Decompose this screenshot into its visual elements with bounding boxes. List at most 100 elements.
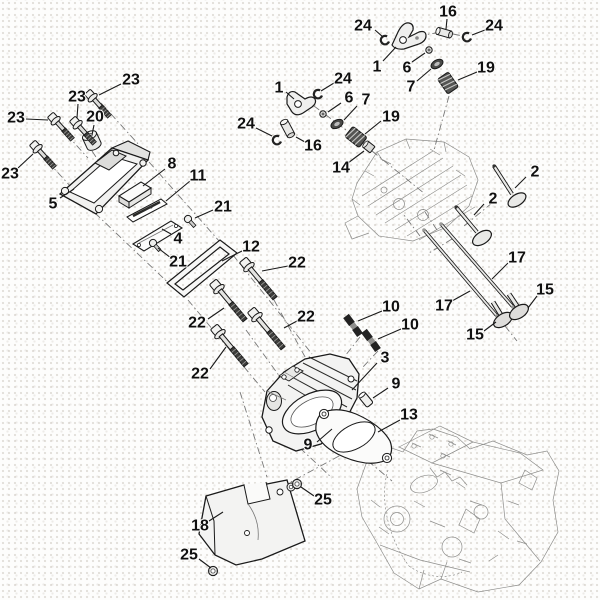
callout-label-6: 6 — [345, 90, 354, 107]
callout-label-1: 1 — [373, 59, 382, 76]
valve — [454, 205, 492, 247]
callout-label-21: 21 — [214, 199, 232, 216]
callout-label-22: 22 — [288, 255, 306, 272]
callout-label-25: 25 — [314, 492, 332, 509]
callout-leader-7 — [416, 68, 432, 82]
tappet — [506, 292, 529, 321]
callout-leader-19 — [364, 120, 382, 135]
valve-keeper — [425, 46, 433, 54]
callout-label-23: 23 — [7, 110, 25, 127]
valve-spring — [437, 72, 459, 94]
callout-label-19: 19 — [382, 109, 400, 126]
callout-label-13: 13 — [400, 407, 418, 424]
callout-leader-23 — [76, 103, 79, 119]
callout-leader-2 — [514, 176, 527, 189]
retaining-clip — [312, 88, 323, 100]
callout-leader-22 — [261, 265, 289, 272]
callout-leader-8 — [142, 168, 166, 187]
callout-leader-17 — [491, 262, 509, 280]
callout-leader-3 — [351, 362, 378, 391]
callout-leader-22 — [209, 346, 227, 370]
callout-leader-10 — [357, 310, 383, 322]
head-bolt — [247, 307, 286, 351]
callout-leader-23 — [98, 83, 122, 96]
head-bolt — [239, 257, 278, 301]
callout-label-15: 15 — [466, 327, 484, 344]
callout-label-9: 9 — [304, 437, 313, 454]
callout-leader-21 — [157, 247, 172, 259]
callout-label-24: 24 — [237, 116, 255, 133]
cover-screw — [47, 112, 75, 142]
plate-screw — [148, 238, 162, 253]
spring-retainer — [430, 58, 444, 70]
callout-leader-25 — [300, 486, 315, 497]
callout-leader-24 — [471, 29, 486, 36]
callout-label-5: 5 — [49, 196, 58, 213]
callout-leader-21 — [194, 209, 214, 219]
callout-label-6: 6 — [403, 60, 412, 77]
valve-keeper — [319, 110, 327, 118]
cylinder-head-phantom-sketch — [344, 138, 479, 242]
callout-leader-11 — [165, 180, 191, 202]
callout-label-23: 23 — [1, 166, 19, 183]
callout-label-2: 2 — [531, 164, 540, 181]
head-bolt — [210, 324, 249, 368]
callout-label-24: 24 — [485, 18, 503, 35]
callout-leader-6 — [327, 102, 342, 113]
callout-leader-16 — [445, 18, 448, 30]
callout-leader-23 — [25, 118, 49, 121]
flange-nut — [207, 565, 219, 577]
callout-label-17: 17 — [435, 298, 453, 315]
callout-leader-14 — [347, 150, 365, 164]
spring-retainer — [330, 118, 344, 130]
callout-leader-17 — [451, 290, 471, 302]
callout-leader-24 — [255, 127, 273, 137]
callout-label-25: 25 — [180, 547, 198, 564]
callout-label-4: 4 — [174, 231, 183, 248]
rocker-pivot — [279, 118, 296, 139]
flange-nut — [291, 478, 303, 490]
rocker-arm — [391, 22, 427, 50]
callout-label-23: 23 — [68, 89, 86, 106]
callout-leader-13 — [377, 419, 401, 433]
callout-leader-12 — [221, 250, 243, 262]
callout-leader-24 — [320, 82, 335, 92]
callout-label-16: 16 — [304, 138, 322, 155]
callout-label-3: 3 — [381, 350, 390, 367]
callout-leader-20 — [91, 124, 95, 136]
callout-label-22: 22 — [188, 315, 206, 332]
callout-label-2: 2 — [489, 191, 498, 208]
callout-leader-15 — [483, 321, 497, 332]
callout-leader-9 — [372, 387, 389, 399]
valve — [492, 164, 527, 208]
crankcase-sketch — [356, 425, 560, 593]
retaining-clip — [461, 31, 472, 43]
callout-leader-24 — [374, 29, 384, 38]
callout-label-24: 24 — [354, 18, 372, 35]
tappet — [490, 300, 513, 329]
callout-leader-5 — [59, 188, 75, 199]
reed-valve — [126, 198, 168, 223]
retaining-clip — [379, 34, 390, 46]
callout-leader-15 — [527, 295, 538, 309]
spring-seat — [362, 140, 376, 154]
cover-screw — [69, 116, 97, 146]
callout-leader-4 — [161, 228, 172, 235]
heat-shield — [198, 479, 306, 566]
callout-label-21: 21 — [169, 254, 187, 271]
callout-label-22: 22 — [191, 366, 209, 383]
callout-leader-18 — [208, 511, 224, 522]
cover-screw — [29, 140, 57, 170]
callout-label-12: 12 — [242, 239, 260, 256]
callout-label-10: 10 — [401, 317, 419, 334]
callout-leader-6 — [411, 52, 426, 63]
callout-label-18: 18 — [191, 518, 209, 535]
callout-leader-1 — [285, 91, 295, 100]
callout-leader-1 — [382, 46, 397, 62]
callout-leader-19 — [457, 71, 478, 81]
callout-label-17: 17 — [508, 250, 526, 267]
callout-label-9: 9 — [392, 376, 401, 393]
callout-leader-9 — [316, 428, 333, 443]
callout-leader-23 — [17, 153, 34, 169]
